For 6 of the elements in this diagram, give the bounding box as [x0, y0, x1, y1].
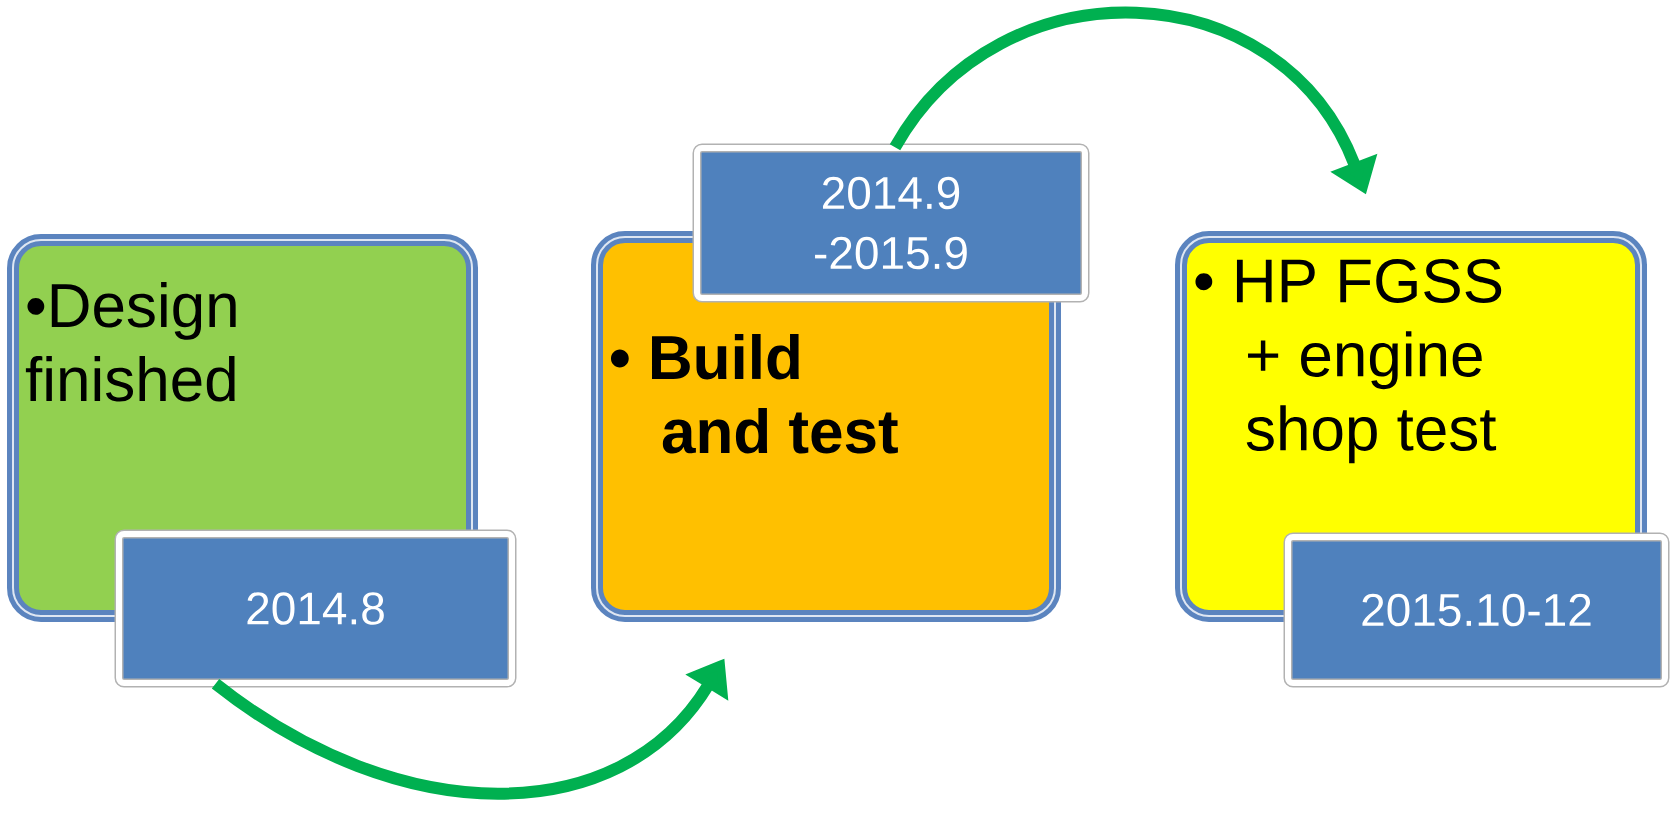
date-box: 2015.10-12: [1283, 532, 1670, 688]
card-text: • Build and test: [610, 334, 898, 454]
date-box: 2014.8: [114, 529, 517, 688]
date-box: 2014.9 -2015.9: [692, 143, 1090, 303]
card-text: • HP FGSS + engine shop test: [1195, 259, 1502, 464]
card-text: •Design finished: [25, 282, 236, 402]
